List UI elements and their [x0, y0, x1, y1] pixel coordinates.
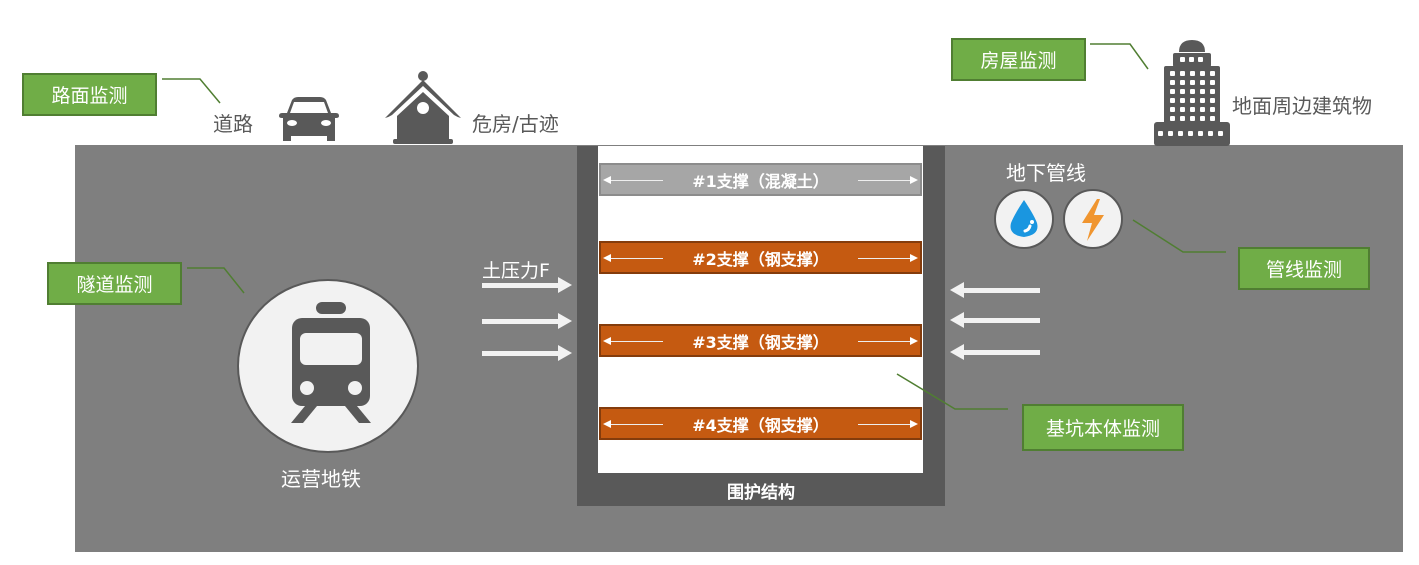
window [1180, 89, 1185, 94]
buildings-label: 地面周边建筑物 [1232, 94, 1372, 118]
tag-house-monitoring: 房屋监测 [951, 38, 1086, 81]
tag-pipeline-monitoring: 管线监测 [1238, 247, 1370, 290]
skyscraper-icon [1154, 40, 1230, 146]
force-arrow-left [950, 282, 1040, 298]
arrow-left-icon [603, 336, 663, 345]
window [1200, 71, 1205, 76]
window [1170, 98, 1175, 103]
window [1210, 89, 1215, 94]
window [1190, 89, 1195, 94]
window [1210, 107, 1215, 112]
strut-2: #2支撑（钢支撑） [599, 241, 922, 274]
window [1198, 131, 1203, 136]
train-icon [291, 302, 371, 423]
window [1190, 116, 1195, 121]
strut-label: #1支撑（混凝土） [692, 171, 829, 191]
strut-4: #4支撑（钢支撑） [599, 407, 922, 440]
car-icon [279, 97, 339, 141]
arrow-right-icon [858, 175, 918, 184]
force-arrow-right [482, 313, 572, 329]
metro-badge [237, 279, 419, 453]
window [1198, 57, 1203, 62]
earth-pressure-label: 土压力F [482, 260, 550, 282]
arrow-left-icon [603, 419, 663, 428]
road-label: 道路 [213, 112, 253, 136]
window [1170, 80, 1175, 85]
window [1210, 71, 1215, 76]
window [1180, 57, 1185, 62]
metro-label: 运营地铁 [281, 467, 361, 491]
force-arrow-right [482, 345, 572, 361]
window [1170, 71, 1175, 76]
window [1208, 131, 1213, 136]
window [1170, 107, 1175, 112]
window [1158, 131, 1163, 136]
window [1189, 57, 1194, 62]
arrow-right-icon [858, 336, 918, 345]
window [1178, 131, 1183, 136]
window [1218, 131, 1223, 136]
window [1210, 98, 1215, 103]
window [1200, 89, 1205, 94]
window [1200, 107, 1205, 112]
tag-tunnel-monitoring: 隧道监测 [47, 262, 182, 305]
strut-label: #2支撑（钢支撑） [692, 249, 829, 269]
window [1210, 116, 1215, 121]
window [1190, 71, 1195, 76]
old-house-label: 危房/古迹 [472, 112, 559, 136]
window [1190, 107, 1195, 112]
window [1210, 80, 1215, 85]
window [1190, 98, 1195, 103]
window [1188, 131, 1193, 136]
window [1180, 80, 1185, 85]
arrow-left-icon [603, 253, 663, 262]
window [1180, 107, 1185, 112]
window [1180, 98, 1185, 103]
force-arrow-right [482, 277, 572, 293]
strut-label: #4支撑（钢支撑） [692, 415, 829, 435]
window [1180, 71, 1185, 76]
window [1168, 131, 1173, 136]
strut-3: #3支撑（钢支撑） [599, 324, 922, 357]
force-arrow-left [950, 344, 1040, 360]
window [1170, 89, 1175, 94]
window [1200, 116, 1205, 121]
window [1200, 98, 1205, 103]
temple-house-icon [385, 71, 461, 144]
arrow-right-icon [858, 419, 918, 428]
window [1180, 116, 1185, 121]
pipelines-label: 地下管线 [1006, 161, 1086, 185]
tag-road-monitoring: 路面监测 [22, 73, 157, 116]
strut-label: #3支撑（钢支撑） [692, 332, 829, 352]
window [1170, 116, 1175, 121]
tag-pit-monitoring: 基坑本体监测 [1022, 404, 1184, 451]
window [1200, 80, 1205, 85]
strut-1: #1支撑（混凝土） [599, 163, 922, 196]
arrow-left-icon [603, 175, 663, 184]
retaining-structure-label: 围护结构 [727, 483, 795, 503]
lightning-icon [1082, 199, 1104, 241]
power-pipe-badge [1063, 189, 1123, 249]
arrow-right-icon [858, 253, 918, 262]
water-pipe-badge [994, 189, 1054, 249]
force-arrow-left [950, 312, 1040, 328]
water-drop-icon [1010, 200, 1038, 237]
window [1190, 80, 1195, 85]
